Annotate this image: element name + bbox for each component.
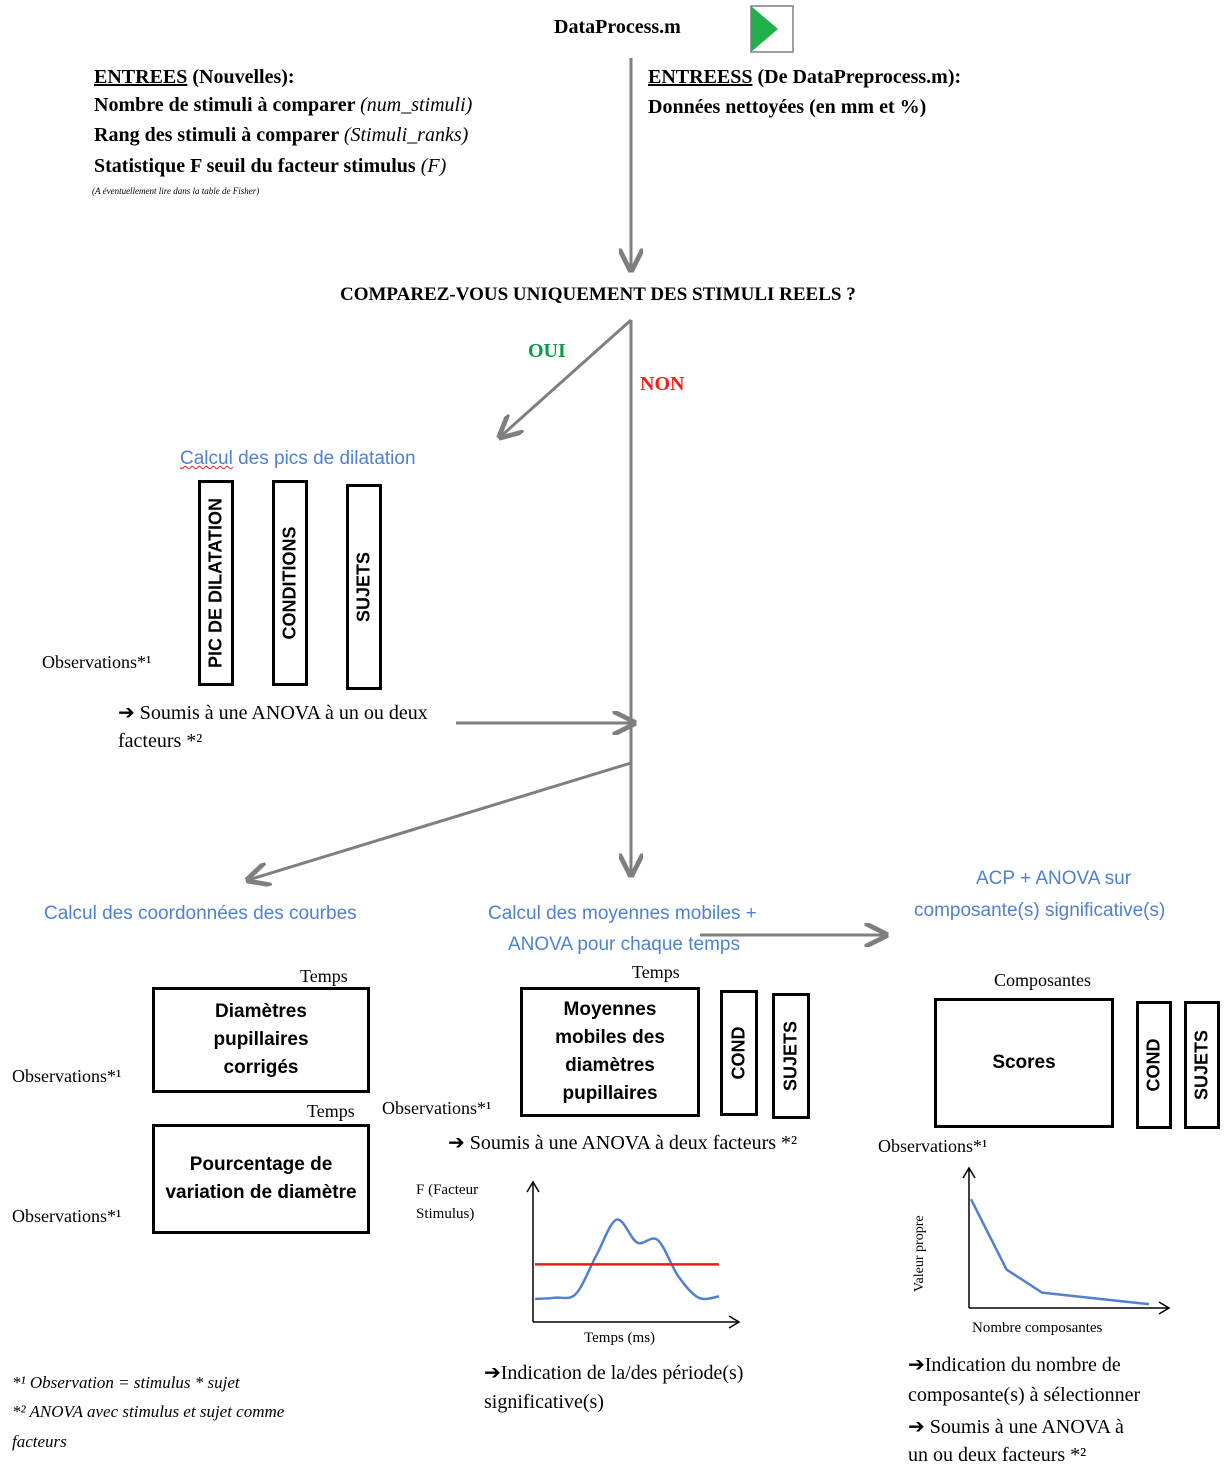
f-statistic-chart [526,1180,741,1329]
pca-chart-ylabel: Valeur propre [912,1215,927,1292]
footnote-anova-line1: *² ANOVA avec stimulus et sujet comme [12,1402,285,1421]
moving-averages-box: Moyennes mobiles des diamètres pupillair… [520,987,700,1117]
peaks-column-conditions: CONDITIONS [272,480,308,686]
input-num-stimuli: Nombre de stimuli à comparer (num_stimul… [94,94,473,116]
curves-box2-columns-label: Temps [307,1101,355,1121]
corrected-diameters-box: Diamètres pupillaires corrigés [152,987,370,1093]
moving-subjects-column: SUJETS [772,993,810,1119]
peaks-column-subjects: SUJETS [346,484,382,690]
peaks-title: Calcul des pics de dilatation [180,448,416,469]
moving-observations-label: Observations*¹ [382,1098,492,1118]
pca-result-line3: ➔ Soumis à une ANOVA à [908,1416,1124,1438]
script-title: DataProcess.m [554,16,681,38]
diameter-variation-box: Pourcentage de variation de diamètre [152,1124,370,1234]
curves-box1-rows-label: Observations*¹ [12,1066,122,1086]
pca-observations-label: Observations*¹ [878,1136,988,1156]
inputs-pre-title: ENTREESS (De DataPreprocess.m): [648,66,962,88]
pca-cond-column: COND [1136,1001,1172,1129]
eigenvalue-chart [962,1166,1171,1315]
curves-title: Calcul des coordonnées des courbes [44,903,357,924]
input-f-threshold: Statistique F seuil du facteur stimulus … [94,155,447,177]
pca-result-line2: composante(s) à sélectionner [908,1384,1141,1406]
pca-result-line1: ➔Indication du nombre de [908,1354,1121,1376]
footnote-observation: *¹ Observation = stimulus * sujet [12,1373,240,1392]
moving-chart-ylabel-line1: F (Facteur [416,1182,479,1198]
peaks-observations-label: Observations*¹ [42,652,152,672]
curves-box1-columns-label: Temps [300,966,348,986]
y-axis-arrowhead [526,1180,540,1193]
scores-box: Scores [934,998,1114,1128]
play-icon[interactable] [748,4,796,54]
series-line-1 [969,1198,1150,1306]
moving-anova-note: ➔ Soumis à une ANOVA à deux facteurs *² [448,1132,798,1154]
series-line-1 [534,1218,720,1301]
curves-box2-rows-label: Observations*¹ [12,1206,122,1226]
branch-no-label: NON [640,373,685,395]
x-axis-arrowhead [728,1315,741,1329]
y-axis-arrowhead [962,1166,976,1179]
x-axis-arrowhead [1158,1301,1171,1315]
inputs-new-title: ENTREES (Nouvelles): [94,66,295,88]
pca-title-line2: composante(s) significative(s) [914,900,1166,921]
pca-columns-label: Composantes [994,970,1091,990]
pca-chart-xlabel: Nombre composantes [972,1320,1103,1336]
footnote-anova-line2: facteurs [12,1432,67,1451]
arrow-to-curves [248,761,632,880]
moving-chart-xlabel: Temps (ms) [584,1330,656,1346]
moving-columns-label: Temps [632,962,680,982]
peaks-anova-line2: facteurs *² [118,730,203,752]
pca-subjects-column: SUJETS [1184,1001,1220,1129]
peaks-column-peak: PIC DE DILATATION [198,480,234,686]
moving-result-line1: ➔Indication de la/des période(s) [484,1362,744,1384]
fisher-table-note: (A éventuellement lire dans la table de … [92,186,260,196]
moving-title-line1: Calcul des moyennes mobiles + [488,903,757,924]
pca-result-line4: un ou deux facteurs *² [908,1444,1087,1466]
peaks-anova-line1: ➔ Soumis à une ANOVA à un ou deux [118,702,428,724]
moving-cond-column: COND [720,990,758,1116]
input-cleaned-data: Données nettoyées (en mm et %) [648,96,927,118]
moving-title-line2: ANOVA pour chaque temps [508,934,740,955]
arrow-yes-branch [500,318,632,437]
decision-question: COMPAREZ-VOUS UNIQUEMENT DES STIMULI REE… [340,284,856,305]
input-stimuli-ranks: Rang des stimuli à comparer (Stimuli_ran… [94,124,469,146]
branch-yes-label: OUI [528,340,566,362]
pca-title-line1: ACP + ANOVA sur [976,868,1132,889]
moving-result-line2: significative(s) [484,1391,604,1413]
moving-chart-ylabel-line2: Stimulus) [416,1206,475,1222]
